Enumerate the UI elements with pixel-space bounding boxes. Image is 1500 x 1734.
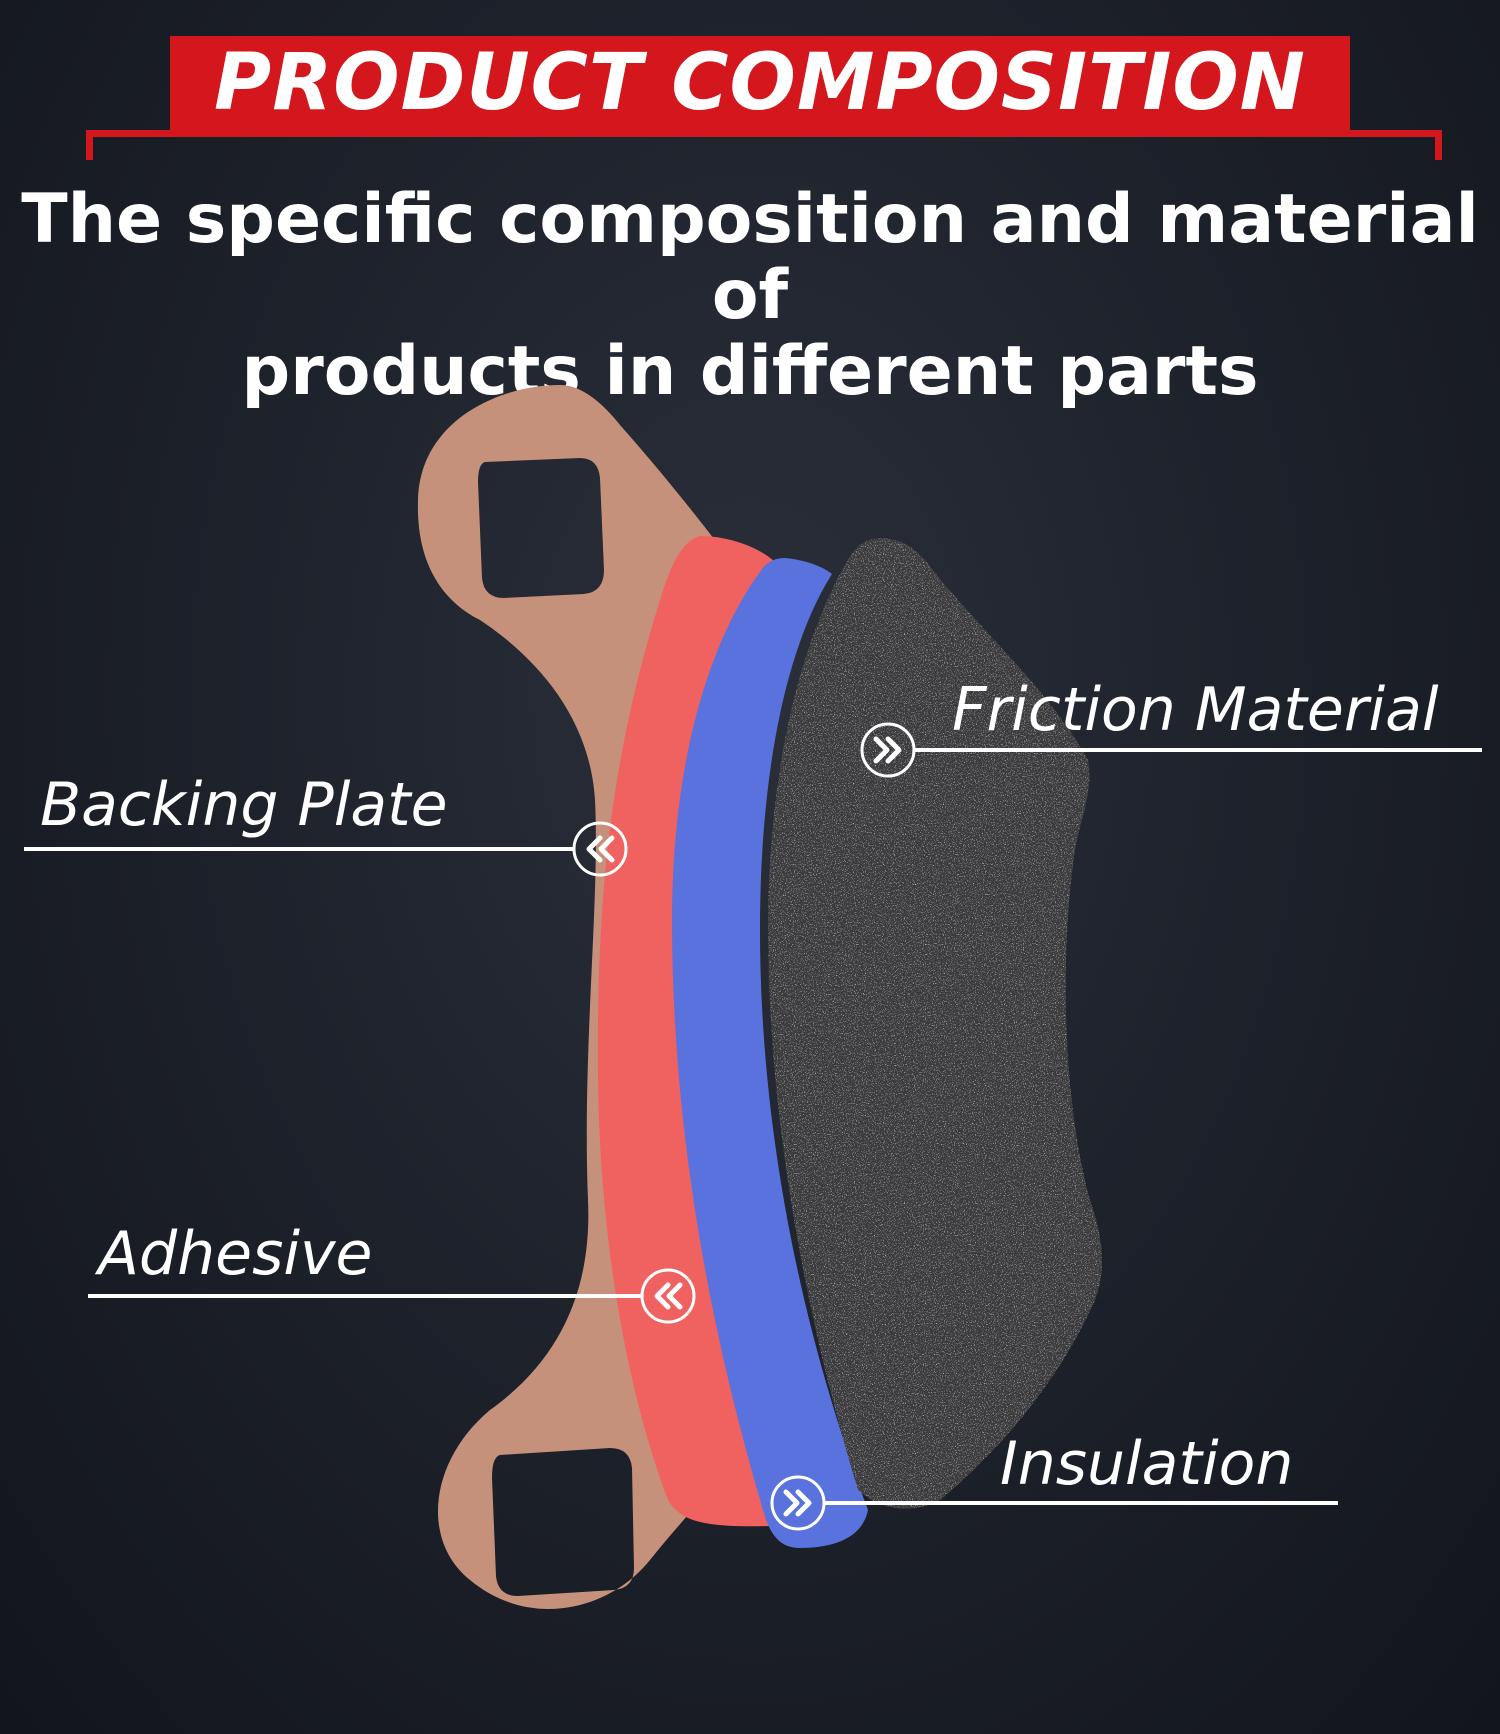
page-title: PRODUCT COMPOSITION [214,38,1306,128]
leader-line-adhesive [88,1294,642,1298]
subtitle-line-1: The specific composition and material of [21,180,1479,335]
adhesive-callout-marker [640,1268,696,1324]
leader-line-insulation [824,1501,1338,1505]
label-friction-material: Friction Material [952,675,1439,745]
insulation-layer-shape [672,558,868,1548]
label-adhesive: Adhesive [98,1219,373,1289]
leader-line-backing [24,847,574,851]
label-backing-plate: Backing Plate [40,770,448,840]
page-subtitle: The specific composition and material of… [0,182,1500,410]
title-bracket-decoration [86,130,1442,160]
subtitle-line-2: products in different parts [241,332,1259,411]
backing-callout-marker [572,821,628,877]
label-insulation: Insulation [1000,1429,1294,1499]
title-banner: PRODUCT COMPOSITION [170,36,1350,130]
leader-line-friction [914,748,1482,752]
friction-material-shape [768,538,1103,1509]
